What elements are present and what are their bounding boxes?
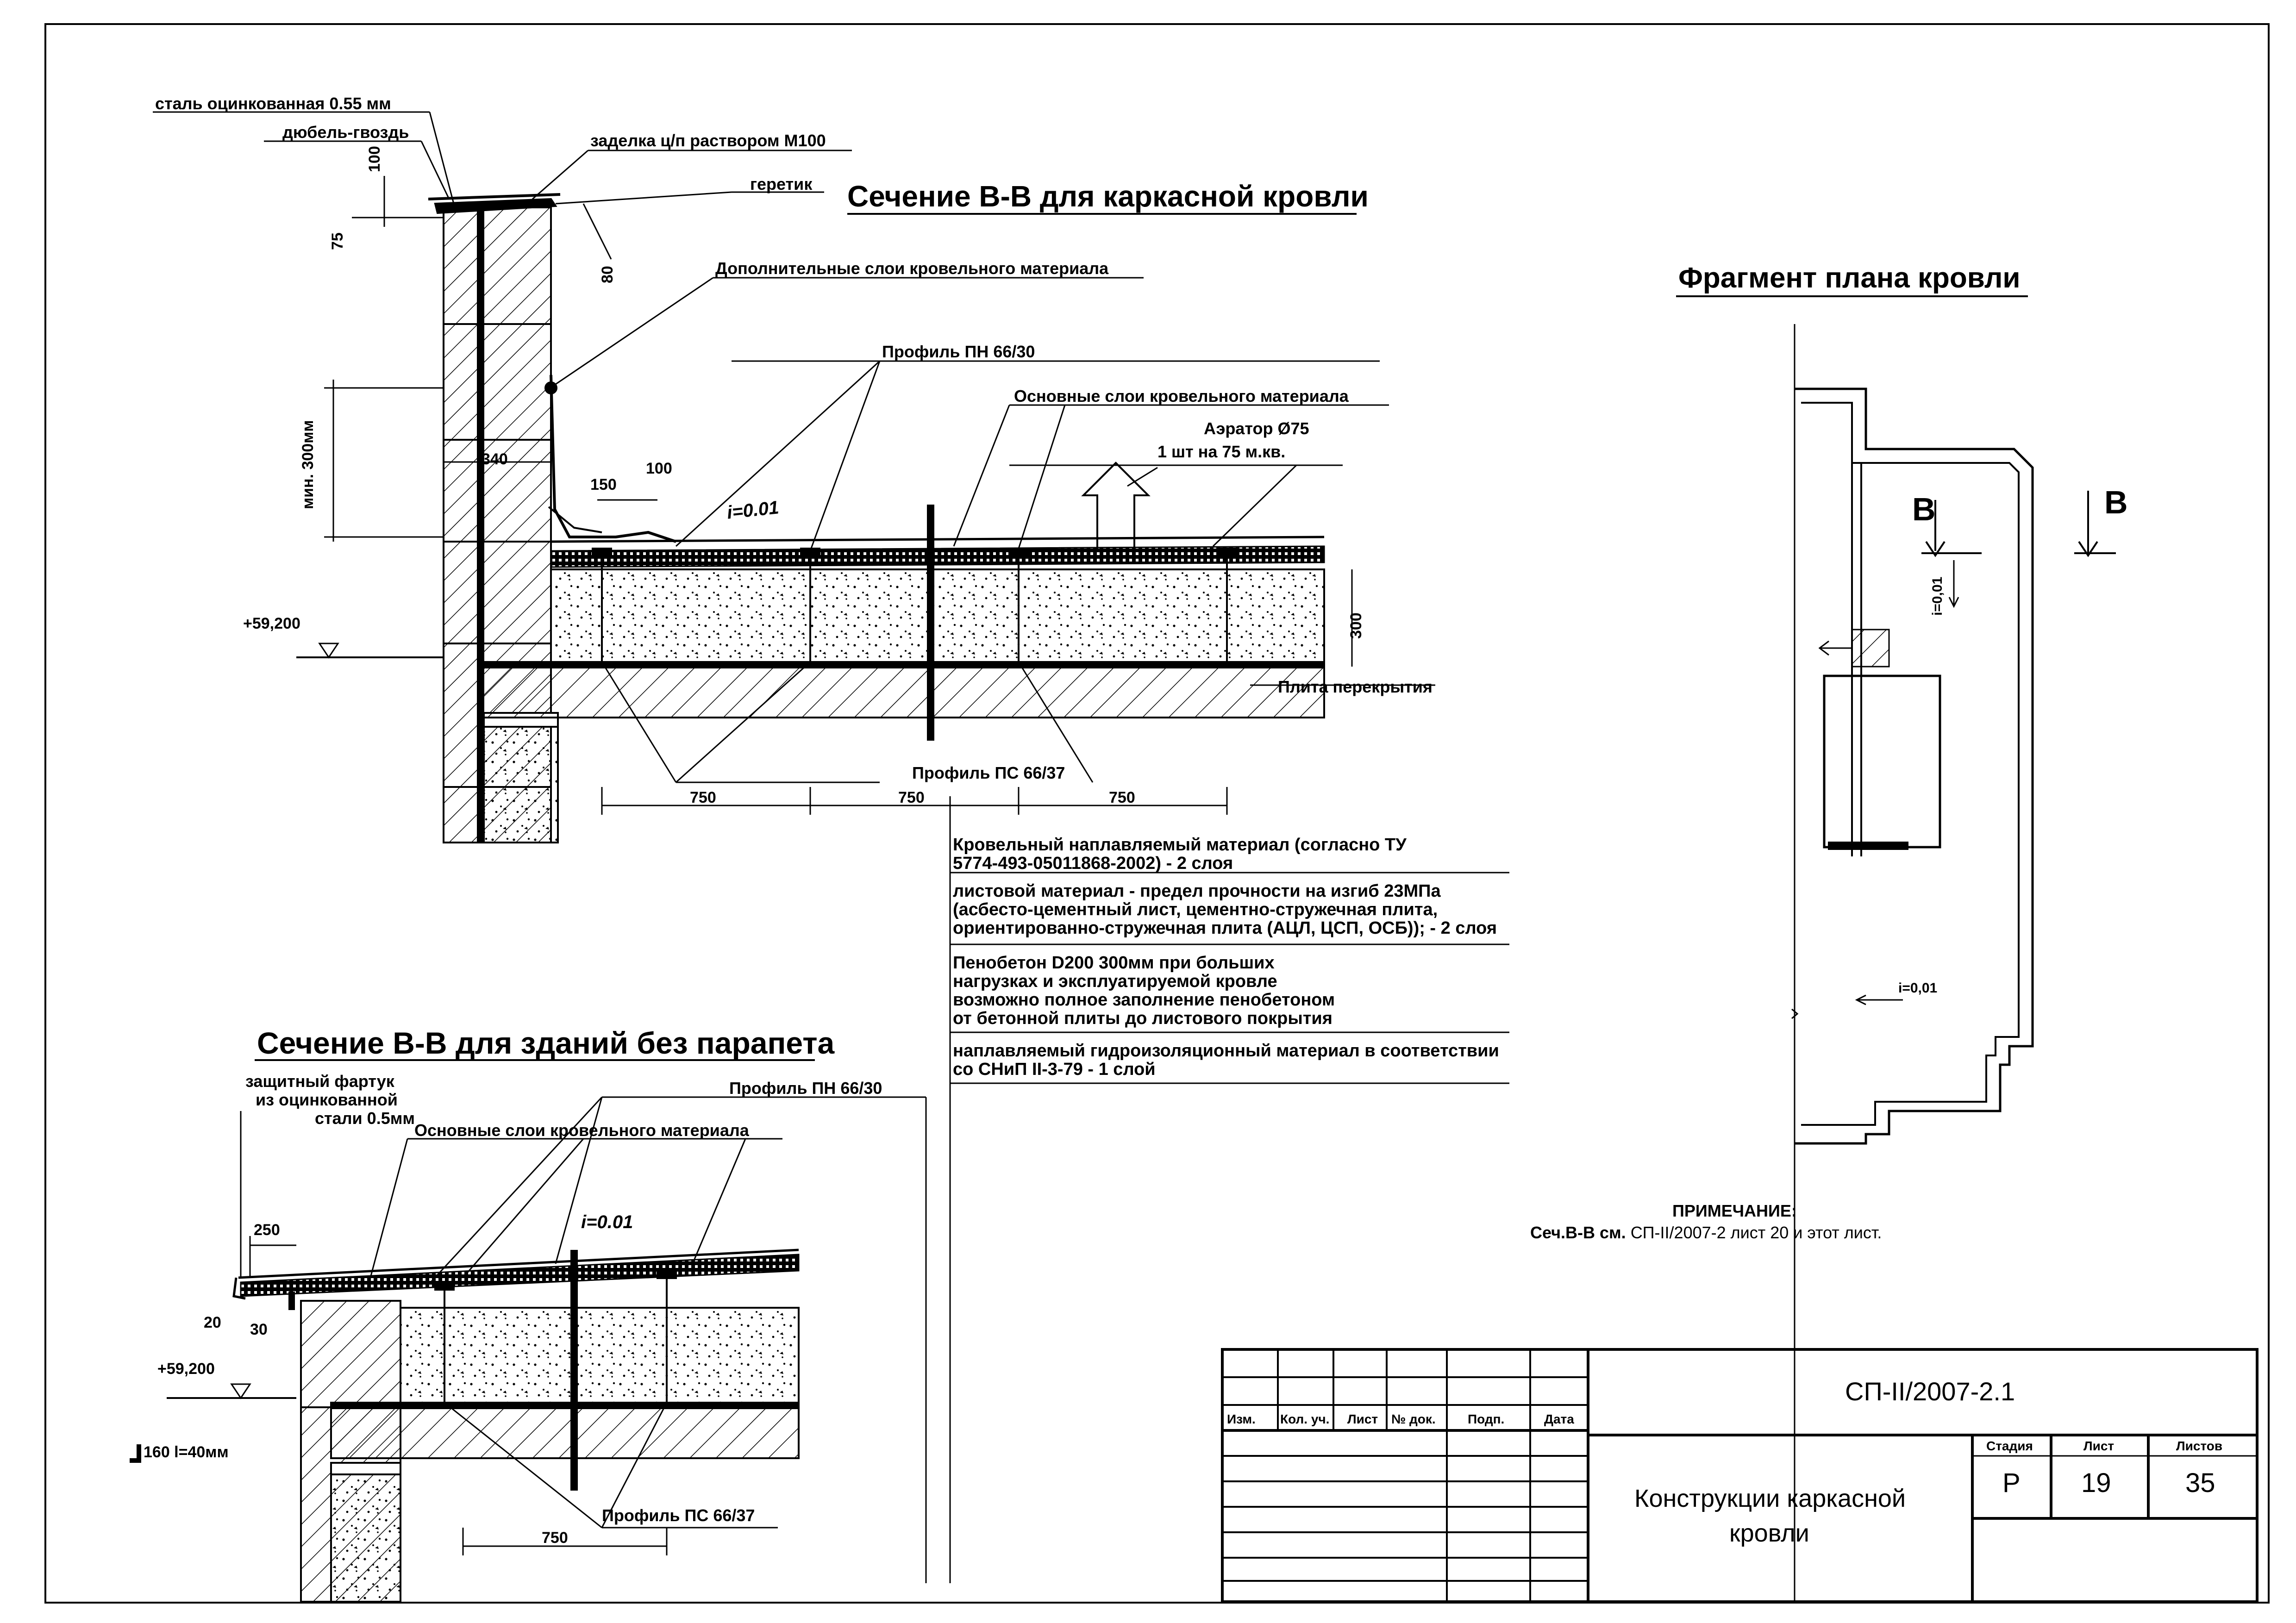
- tb-header-kol: Кол. уч.: [1280, 1412, 1330, 1426]
- sheet-frame: [44, 23, 2270, 1604]
- plan-slope-1: i=0,01: [1930, 576, 1945, 616]
- legend-line: (асбесто-цементный лист, цементно-струже…: [953, 900, 1438, 919]
- label-aerator: Аэратор Ø75: [1204, 419, 1309, 438]
- dim-100: 100: [366, 146, 383, 172]
- tb-stage-label: Стадия: [1986, 1439, 2033, 1453]
- legend-line: листовой материал - предел прочности на …: [953, 881, 1441, 901]
- dim-75: 75: [329, 232, 346, 250]
- tb-header-list: Лист: [1347, 1412, 1378, 1426]
- label-profile-ps-2: Профиль ПС 66/37: [602, 1506, 755, 1525]
- label-profile-pn-2: Профиль ПН 66/30: [729, 1079, 882, 1098]
- label-mortar: заделка ц/п раствором М100: [590, 131, 826, 150]
- dim-span-4: 750: [542, 1529, 568, 1547]
- dim-250: 250: [254, 1221, 280, 1239]
- dim-30: 30: [250, 1321, 268, 1338]
- section1-drawing: [153, 111, 1435, 843]
- dim-300: 300: [1347, 612, 1365, 639]
- legend-line: возможно полное заполнение пенобетоном: [953, 990, 1335, 1010]
- tb-header-data: Дата: [1544, 1412, 1574, 1426]
- plan-cut-right: В: [2104, 484, 2128, 520]
- plan-drawing: [1791, 324, 2116, 1602]
- plan-slope-2: i=0,01: [1898, 980, 1938, 996]
- label-level-2: +59,200: [157, 1360, 215, 1378]
- legend-item-4: наплавляемый гидроизоляционный материал …: [953, 1042, 1499, 1079]
- plan-title: Фрагмент плана кровли: [1678, 262, 2021, 294]
- label-apron-2: из оцинкованной: [256, 1090, 398, 1109]
- label-min-height: мин. 300мм: [299, 420, 317, 509]
- title-block-grid: [1221, 1348, 2258, 1603]
- label-slope-2: i=0.01: [581, 1212, 633, 1232]
- tb-header-doc: № док.: [1391, 1412, 1436, 1426]
- label-profile-pn: Профиль ПН 66/30: [882, 342, 1035, 361]
- tb-sheets-label: Листов: [2176, 1439, 2223, 1453]
- tb-header-izm: Изм.: [1227, 1412, 1256, 1426]
- legend-lines: [949, 796, 1509, 1583]
- label-apron-3: стали 0.5мм: [315, 1109, 415, 1128]
- title-block-code: СП-II/2007-2.1: [1845, 1377, 2015, 1406]
- legend-line: Кровельный наплавляемый материал (соглас…: [953, 835, 1407, 855]
- remark-text-bold: Сеч.В-В см.: [1530, 1223, 1626, 1242]
- dim-100b: 100: [646, 460, 672, 477]
- title-block-name-1: Конструкции каркасной: [1634, 1485, 1906, 1512]
- label-slab: Плита перекрытия: [1278, 677, 1433, 696]
- tb-stage-value: Р: [2002, 1468, 2021, 1498]
- remark-text-body: СП-II/2007-2 лист 20 и этот лист.: [1630, 1223, 1882, 1242]
- dim-span-1: 750: [690, 789, 716, 806]
- legend-line: Пенобетон D200 300мм при больших: [953, 953, 1275, 973]
- legend-line: 5774-493-05011868-2002) - 2 слоя: [953, 854, 1233, 873]
- remark-title: ПРИМЕЧАНИЕ:: [1672, 1201, 1797, 1220]
- legend-line: наплавляемый гидроизоляционный материал …: [953, 1041, 1499, 1061]
- dim-span-3: 750: [1109, 789, 1135, 806]
- dim-span-2: 750: [898, 789, 925, 806]
- label-profile-ps: Профиль ПС 66/37: [912, 763, 1065, 782]
- remark-text: Сеч.В-В см. СП-II/2007-2 лист 20 и этот …: [1530, 1224, 1882, 1241]
- dim-20: 20: [204, 1314, 221, 1331]
- label-aerator-qty: 1 шт на 75 м.кв.: [1157, 442, 1286, 461]
- label-dowel: дюбель-гвоздь: [282, 123, 409, 142]
- label-level: +59,200: [243, 615, 300, 632]
- dim-150: 150: [590, 476, 617, 493]
- legend-line: ориентированно-стружечная плита (АЦЛ, ЦС…: [953, 918, 1497, 938]
- tb-sheet-label: Лист: [2083, 1439, 2115, 1453]
- label-extra-layers: Дополнительные слои кровельного материал…: [715, 259, 1109, 278]
- dim-80: 80: [599, 266, 616, 283]
- tb-sheet-value: 19: [2081, 1468, 2111, 1498]
- legend-item-1: Кровельный наплавляемый материал (соглас…: [953, 836, 1407, 873]
- section2-title: Сечение В-В для зданий без парапета: [257, 1026, 835, 1060]
- legend-line: нагрузках и эксплуатируемой кровле: [953, 972, 1277, 991]
- legend-line: со СНиП II-3-79 - 1 слой: [953, 1060, 1156, 1079]
- label-apron-1: защитный фартук: [245, 1072, 394, 1091]
- tb-sheets-value: 35: [2185, 1468, 2215, 1498]
- legend-item-2: листовой материал - предел прочности на …: [953, 882, 1497, 937]
- label-sealant: геретик: [750, 175, 813, 194]
- tb-header-podp: Подп.: [1468, 1412, 1505, 1426]
- title-block-name-2: кровли: [1729, 1519, 1809, 1547]
- legend-line: от бетонной плиты до листового покрытия: [953, 1009, 1333, 1028]
- label-main-layers-2: Основные слои кровельного материала: [414, 1121, 749, 1140]
- label-main-layers: Основные слои кровельного материала: [1014, 387, 1349, 406]
- section1-title: Сечение В-В для каркасной кровли: [847, 180, 1369, 213]
- dim-340: 340: [482, 450, 508, 468]
- label-angle: 160 l=40мм: [144, 1443, 229, 1461]
- label-steel: сталь оцинкованная 0.55 мм: [155, 94, 391, 113]
- section2-drawing: [130, 1096, 927, 1603]
- legend-item-3: Пенобетон D200 300мм при больших нагрузк…: [953, 954, 1335, 1028]
- plan-cut-left: В: [1912, 491, 1936, 527]
